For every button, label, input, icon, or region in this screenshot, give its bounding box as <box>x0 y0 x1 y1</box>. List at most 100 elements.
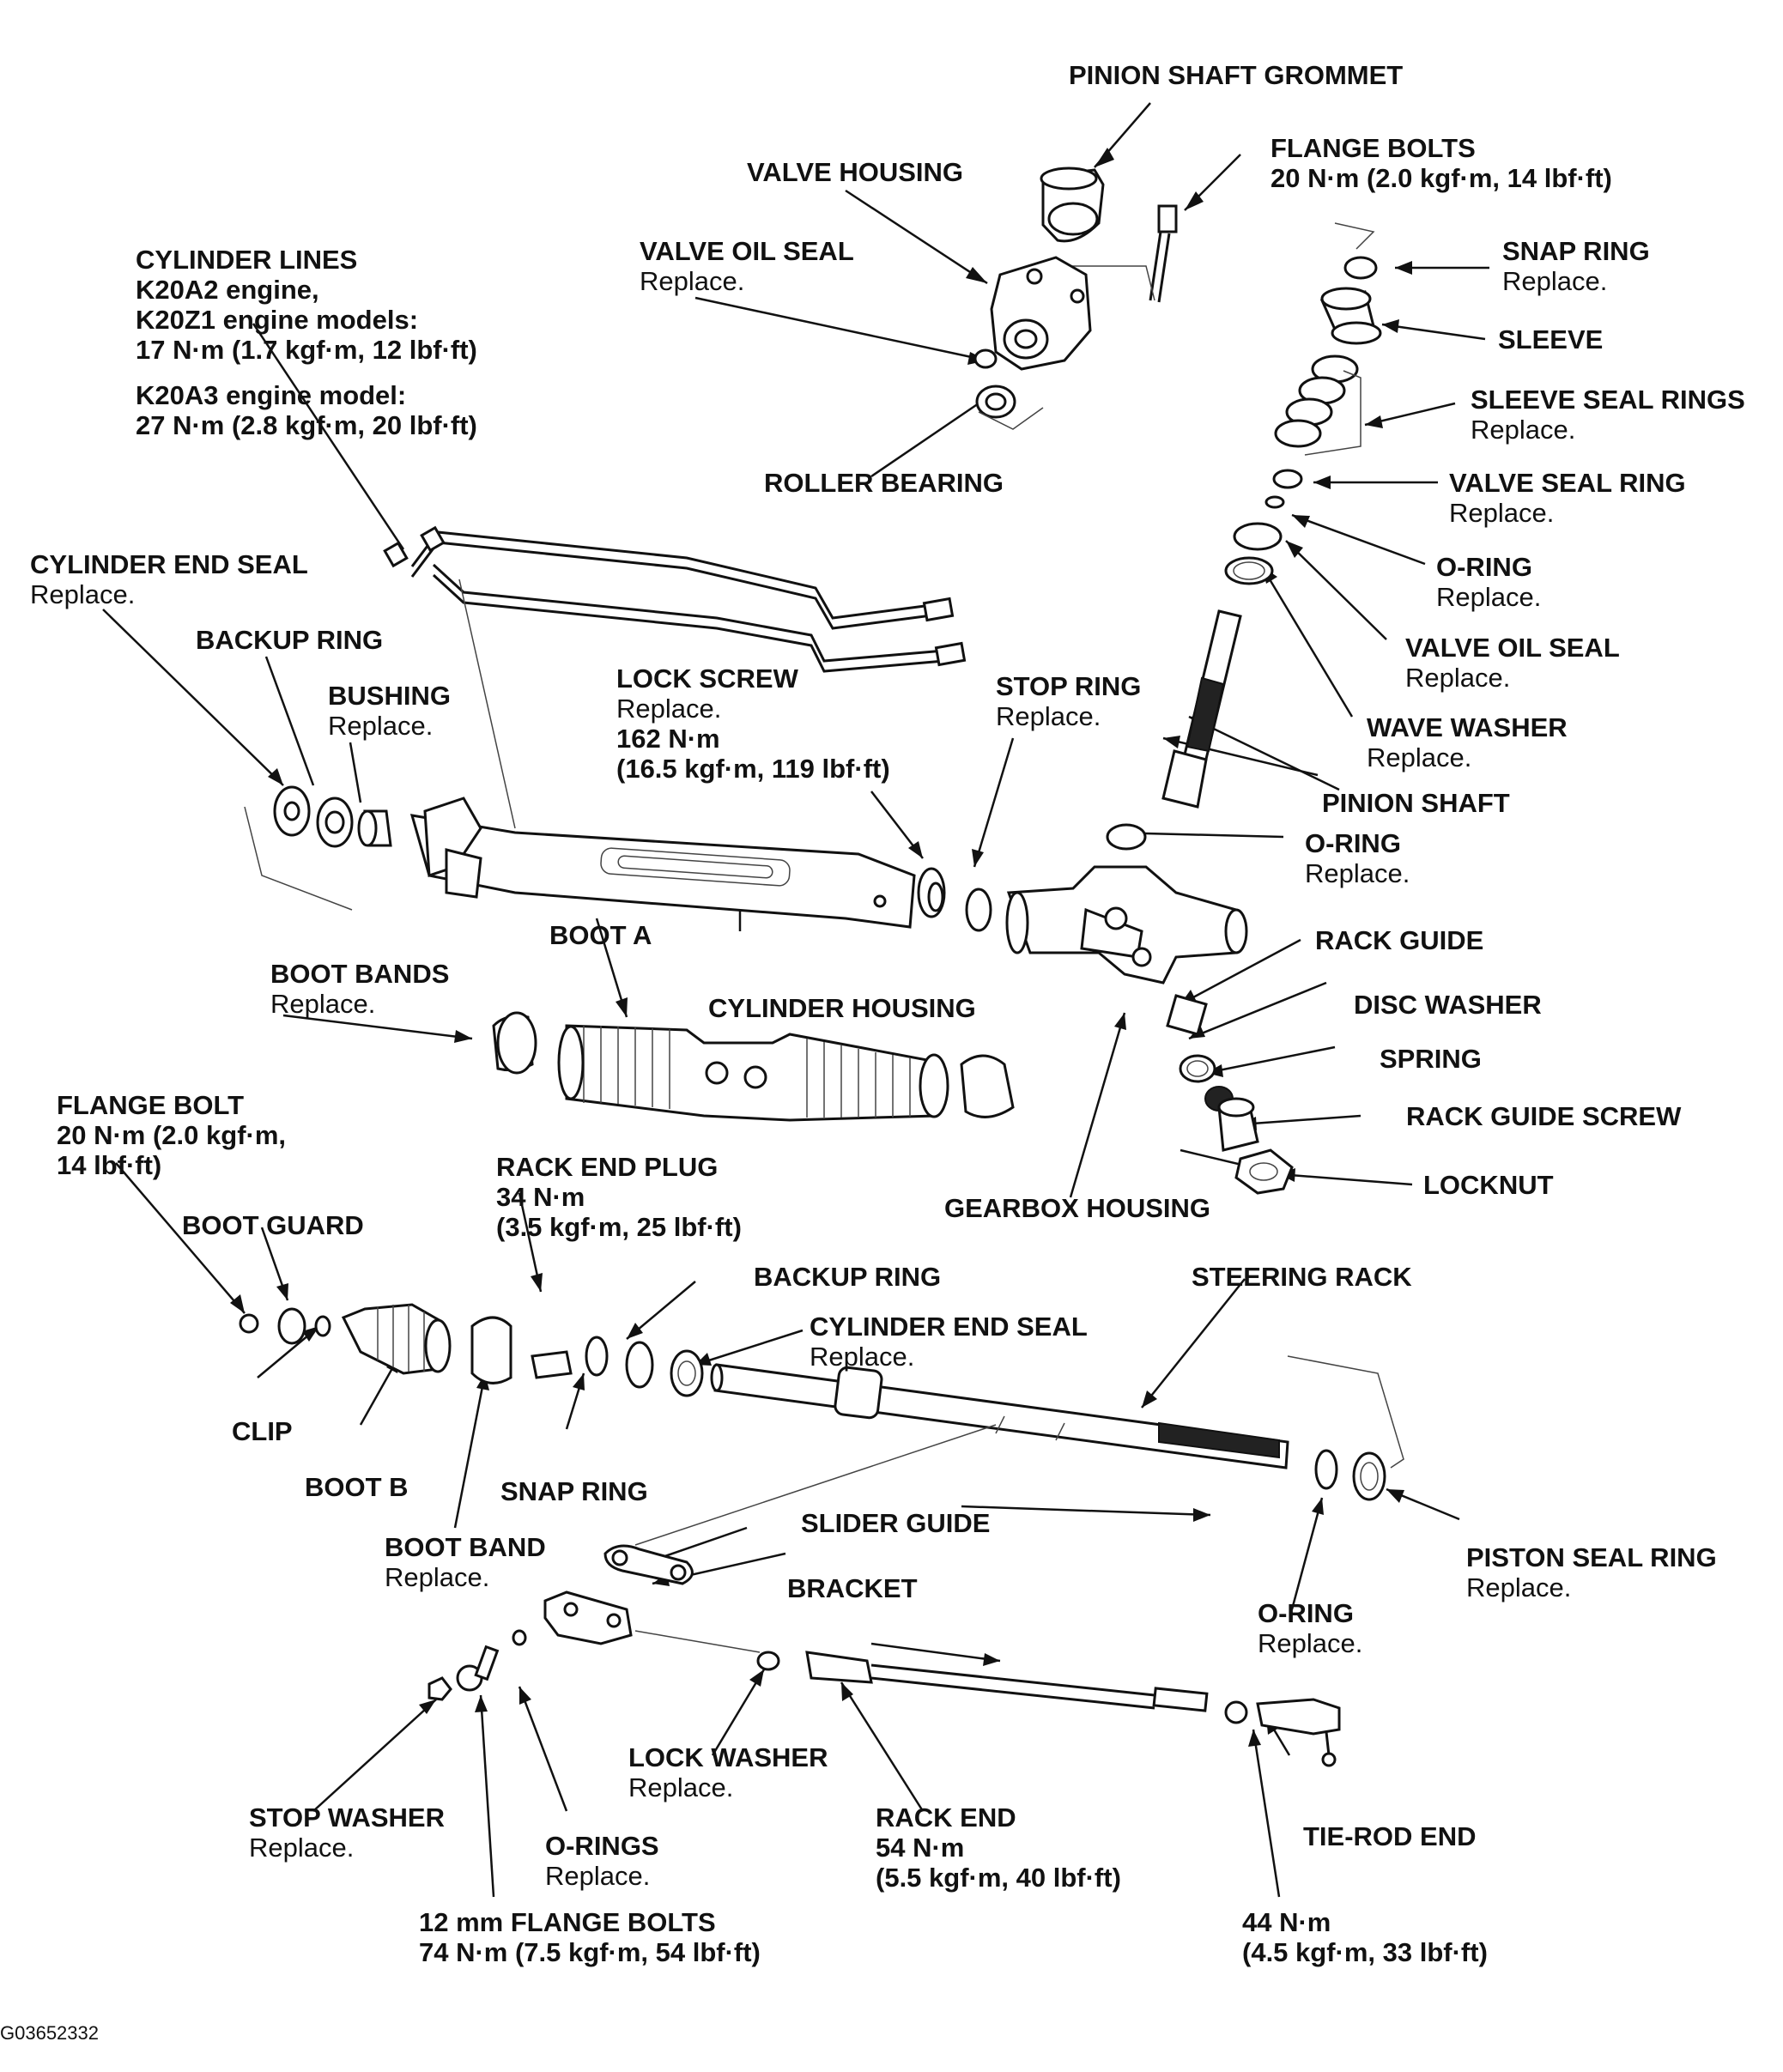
label-title: SNAP RING <box>500 1476 648 1506</box>
label-title: O-RINGS <box>545 1831 659 1861</box>
label-note-line: 17 N·m (1.7 kgf·m, 12 lbf·ft) <box>136 335 477 365</box>
cylinder-housing-row <box>244 785 992 932</box>
label-note-line: 27 N·m (2.8 kgf·m, 20 lbf·ft) <box>136 410 477 440</box>
label-title: CYLINDER END SEAL <box>810 1312 1088 1342</box>
label-title: GEARBOX HOUSING <box>944 1193 1211 1223</box>
label-title: CYLINDER LINES <box>136 245 358 275</box>
label-title: TIE-ROD END <box>1303 1821 1477 1851</box>
label-boot-a: BOOT A <box>549 920 652 950</box>
label-title: RACK GUIDE SCREW <box>1406 1101 1682 1131</box>
label-backup-ring-top: BACKUP RING <box>196 625 383 655</box>
label-sleeve: SLEEVE <box>1498 324 1603 354</box>
label-title: LOCK SCREW <box>616 663 798 694</box>
label-note-line: Replace. <box>1502 266 1608 296</box>
label-bracket: BRACKET <box>787 1573 918 1603</box>
label-title: O-RING <box>1436 552 1532 582</box>
label-title: FLANGE BOLTS <box>1271 133 1476 163</box>
label-note-line: 20 N·m (2.0 kgf·m, 14 lbf·ft) <box>1271 163 1612 193</box>
label-note-line: 20 N·m (2.0 kgf·m, <box>57 1120 287 1150</box>
label-note-line: Replace. <box>545 1861 651 1891</box>
lower-row <box>239 1303 1404 1546</box>
label-title: STEERING RACK <box>1192 1262 1412 1292</box>
label-title: LOCKNUT <box>1423 1170 1554 1200</box>
label-title: SLEEVE <box>1498 324 1604 354</box>
label-title: BACKUP RING <box>196 625 384 655</box>
label-title: BUSHING <box>328 681 451 711</box>
label-note-line: Replace. <box>1471 415 1576 445</box>
cylinder-lines <box>383 525 967 829</box>
label-title: CYLINDER END SEAL <box>30 549 308 579</box>
label-steering-rack: STEERING RACK <box>1192 1262 1412 1292</box>
label-locknut: LOCKNUT <box>1423 1170 1554 1200</box>
label-note-line: Replace. <box>810 1342 915 1372</box>
label-note-line: 54 N·m <box>876 1833 965 1863</box>
label-title: PISTON SEAL RING <box>1466 1542 1717 1572</box>
label-title: PINION SHAFT <box>1322 788 1510 818</box>
label-clip: CLIP <box>232 1416 293 1446</box>
label-spring: SPRING <box>1380 1044 1482 1074</box>
label-title: STOP RING <box>996 671 1142 701</box>
label-rack-guide-screw: RACK GUIDE SCREW <box>1406 1101 1681 1131</box>
label-note-line: Replace. <box>1436 582 1542 612</box>
label-title: LOCK WASHER <box>628 1742 828 1772</box>
label-valve-housing: VALVE HOUSING <box>747 157 963 187</box>
label-note-line: Replace. <box>640 266 745 296</box>
label-note-line: Replace. <box>628 1772 734 1802</box>
label-note-line: 14 lbf·ft) <box>57 1150 162 1180</box>
label-note-line: Replace. <box>385 1562 490 1592</box>
label-title: SPRING <box>1380 1044 1482 1074</box>
label-rack-guide: RACK GUIDE <box>1315 925 1483 955</box>
label-boot-guard: BOOT GUARD <box>182 1210 364 1240</box>
label-pinion-shaft-grommet: PINION SHAFT GROMMET <box>1069 60 1403 90</box>
label-title: SLIDER GUIDE <box>801 1508 991 1538</box>
label-snap-ring-bottom: SNAP RING <box>500 1476 648 1506</box>
label-title: BOOT B <box>305 1472 409 1502</box>
label-tie-rod-end: TIE-ROD END <box>1303 1821 1477 1851</box>
label-note-line: K20A3 engine model: <box>136 380 407 410</box>
boot-a-group <box>492 1011 1015 1122</box>
label-title: SNAP RING <box>1502 236 1650 266</box>
label-note-line: Replace. <box>1258 1628 1363 1658</box>
label-note-line: Replace. <box>1405 663 1511 693</box>
label-note-line: (16.5 kgf·m, 119 lbf·ft) <box>616 754 890 784</box>
label-disc-washer: DISC WASHER <box>1354 990 1542 1020</box>
label-title: O-RING <box>1305 828 1401 858</box>
label-boot-b: BOOT B <box>305 1472 409 1502</box>
valve-housing-group <box>973 167 1178 430</box>
label-gearbox-housing: GEARBOX HOUSING <box>944 1193 1210 1223</box>
label-note-line: K20Z1 engine models: <box>136 305 419 335</box>
label-roller-bearing: ROLLER BEARING <box>764 468 1004 498</box>
label-title: CYLINDER HOUSING <box>708 993 976 1023</box>
label-title: SLEEVE SEAL RINGS <box>1471 385 1745 415</box>
gearbox-housing-group <box>1005 823 1294 1195</box>
label-title: RACK END PLUG <box>496 1152 719 1182</box>
label-title: VALVE SEAL RING <box>1449 468 1686 498</box>
label-note-line: Replace. <box>328 711 434 741</box>
label-backup-ring-bottom: BACKUP RING <box>754 1262 941 1292</box>
label-title: BRACKET <box>787 1573 918 1603</box>
label-note-line: Replace. <box>30 579 136 609</box>
label-title: BACKUP RING <box>754 1262 942 1292</box>
label-title: 12 mm FLANGE BOLTS <box>419 1907 716 1937</box>
label-note-line: Replace. <box>1449 498 1555 528</box>
label-note-line <box>136 365 477 380</box>
